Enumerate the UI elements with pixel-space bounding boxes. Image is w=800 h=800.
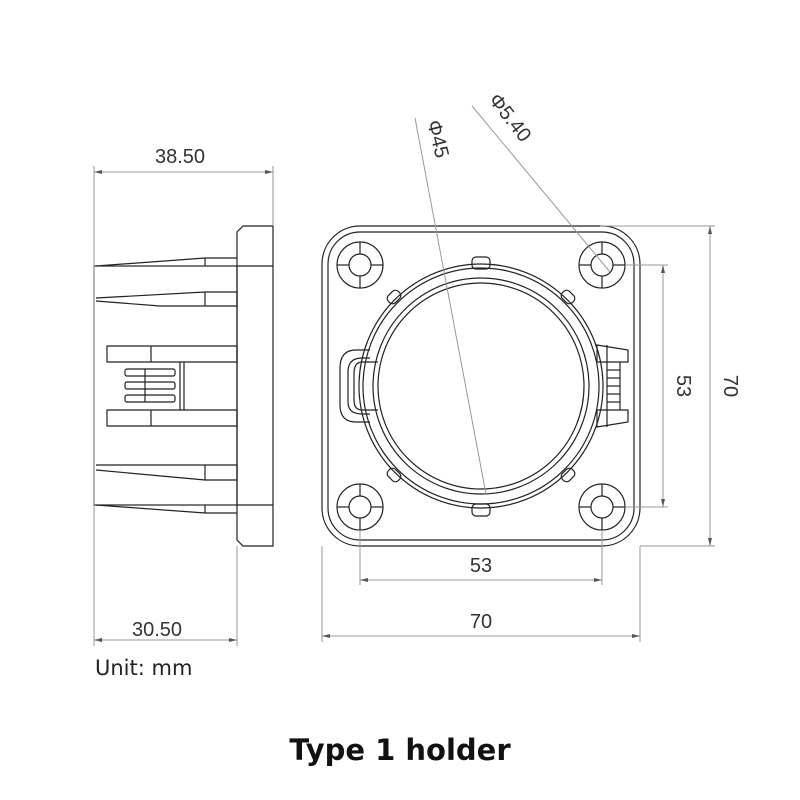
side-view xyxy=(93,225,274,547)
mounting-hole-top-left xyxy=(336,241,384,289)
front-v53-label: 53 xyxy=(672,375,694,397)
front-v70-label: 70 xyxy=(719,375,741,397)
mounting-hole-diameter-label: Φ5.40 xyxy=(484,90,535,147)
side-view-dimensions xyxy=(93,166,274,646)
front-view-dimensions xyxy=(321,105,715,642)
bore-diameter-label: Φ45 xyxy=(422,118,453,160)
front-h70-label: 70 xyxy=(470,611,492,633)
side-bottom-width-label: 30.50 xyxy=(132,619,182,641)
mounting-hole-bottom-right xyxy=(578,483,626,531)
mounting-hole-bottom-left xyxy=(336,483,384,531)
side-top-width-label: 38.50 xyxy=(155,146,205,168)
unit-label: Unit: mm xyxy=(95,656,193,680)
caption: Type 1 holder xyxy=(289,733,511,767)
mounting-hole-top-right xyxy=(578,241,626,289)
front-view xyxy=(321,225,641,547)
front-h53-label: 53 xyxy=(470,555,492,577)
